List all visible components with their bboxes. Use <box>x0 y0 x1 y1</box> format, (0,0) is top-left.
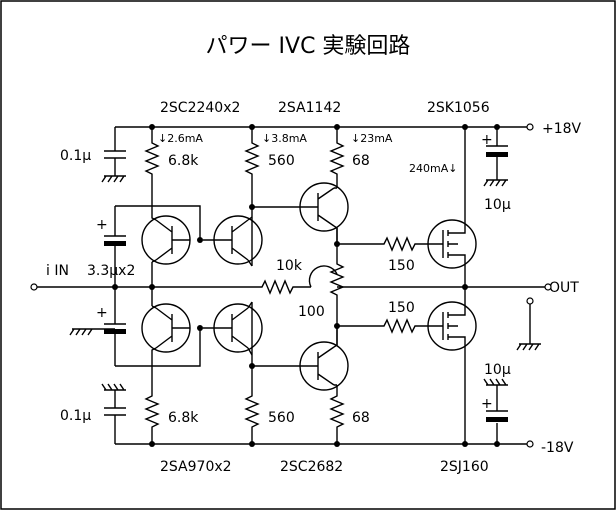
res-bot2-value: 560 <box>268 410 295 426</box>
cap-top-left-value: 0.1μ <box>60 148 91 164</box>
transistor-2sc2682 <box>252 325 349 391</box>
res-bot2 <box>244 355 260 444</box>
res-in <box>37 279 545 295</box>
output-label: OUT <box>549 280 579 296</box>
label-2sa970: 2SA970x2 <box>160 459 232 475</box>
res-top2-value: 560 <box>268 153 295 169</box>
interconnects <box>151 217 338 355</box>
mosfet-2sk1056 <box>418 127 477 287</box>
plus-top-right: + <box>481 132 493 148</box>
cap-top-right-value: 10μ <box>484 197 511 213</box>
res-bot1-value: 6.8k <box>168 410 199 426</box>
res-bot3 <box>329 385 345 444</box>
res-top3-value: 68 <box>352 153 370 169</box>
pos-terminal <box>526 123 534 131</box>
title: パワー IVC 実験回路 <box>206 34 411 59</box>
label-2sa1142: 2SA1142 <box>278 100 341 116</box>
ground-input <box>69 328 115 336</box>
mosfet-2sj160 <box>418 287 477 444</box>
current-2: ↓3.8mA <box>262 132 307 145</box>
input-terminal <box>30 283 38 291</box>
res-bot3-value: 68 <box>352 410 370 426</box>
res-top1 <box>144 127 160 200</box>
cap-bot-left <box>101 383 126 444</box>
res-top1-value: 6.8k <box>168 153 199 169</box>
plus-in-top: + <box>96 217 108 233</box>
current-fet: 240mA↓ <box>409 162 457 175</box>
cap-bot-right-value: 10μ <box>484 362 511 378</box>
output-ground-terminal <box>526 297 534 305</box>
transistor-q4 <box>203 301 263 356</box>
res-top2 <box>244 127 260 217</box>
input-label: i IN <box>46 263 69 279</box>
transistor-q3 <box>141 303 191 367</box>
input-cap-value: 3.3μx2 <box>87 263 135 279</box>
ground-output <box>516 304 541 351</box>
label-neg-rail: -18V <box>541 440 574 456</box>
plus-in-bot: + <box>96 305 108 321</box>
plus-bot-right: + <box>481 396 493 412</box>
res-fb-value: 100 <box>298 304 325 320</box>
junction-dots <box>112 124 500 447</box>
cap-bot-right <box>483 378 508 444</box>
label-2sc2682: 2SC2682 <box>280 459 343 475</box>
res-gate-bot-value: 150 <box>388 300 415 316</box>
transistor-q1 <box>141 200 191 265</box>
cap-top-left <box>101 127 126 183</box>
res-bot1 <box>144 367 160 444</box>
output-terminal <box>544 283 552 291</box>
cap-bot-left-value: 0.1μ <box>60 408 91 424</box>
res-gate-top-value: 150 <box>388 258 415 274</box>
res-top3 <box>329 127 345 188</box>
res-gate-bot <box>337 318 418 334</box>
current-3: ↓23mA <box>351 132 393 145</box>
transistor-q2 <box>203 215 263 267</box>
current-1: ↓2.6mA <box>158 132 203 145</box>
label-pos-rail: +18V <box>542 121 582 137</box>
label-2sc2240: 2SC2240x2 <box>160 100 240 116</box>
res-in-value: 10k <box>276 258 303 274</box>
res-gate-top <box>337 236 418 252</box>
label-2sk1056: 2SK1056 <box>427 100 490 116</box>
label-2sj160: 2SJ160 <box>440 459 489 475</box>
neg-terminal <box>526 440 534 448</box>
res-fb <box>308 242 345 325</box>
transistor-2sa1142 <box>252 182 349 242</box>
cap-top-right <box>483 127 508 187</box>
